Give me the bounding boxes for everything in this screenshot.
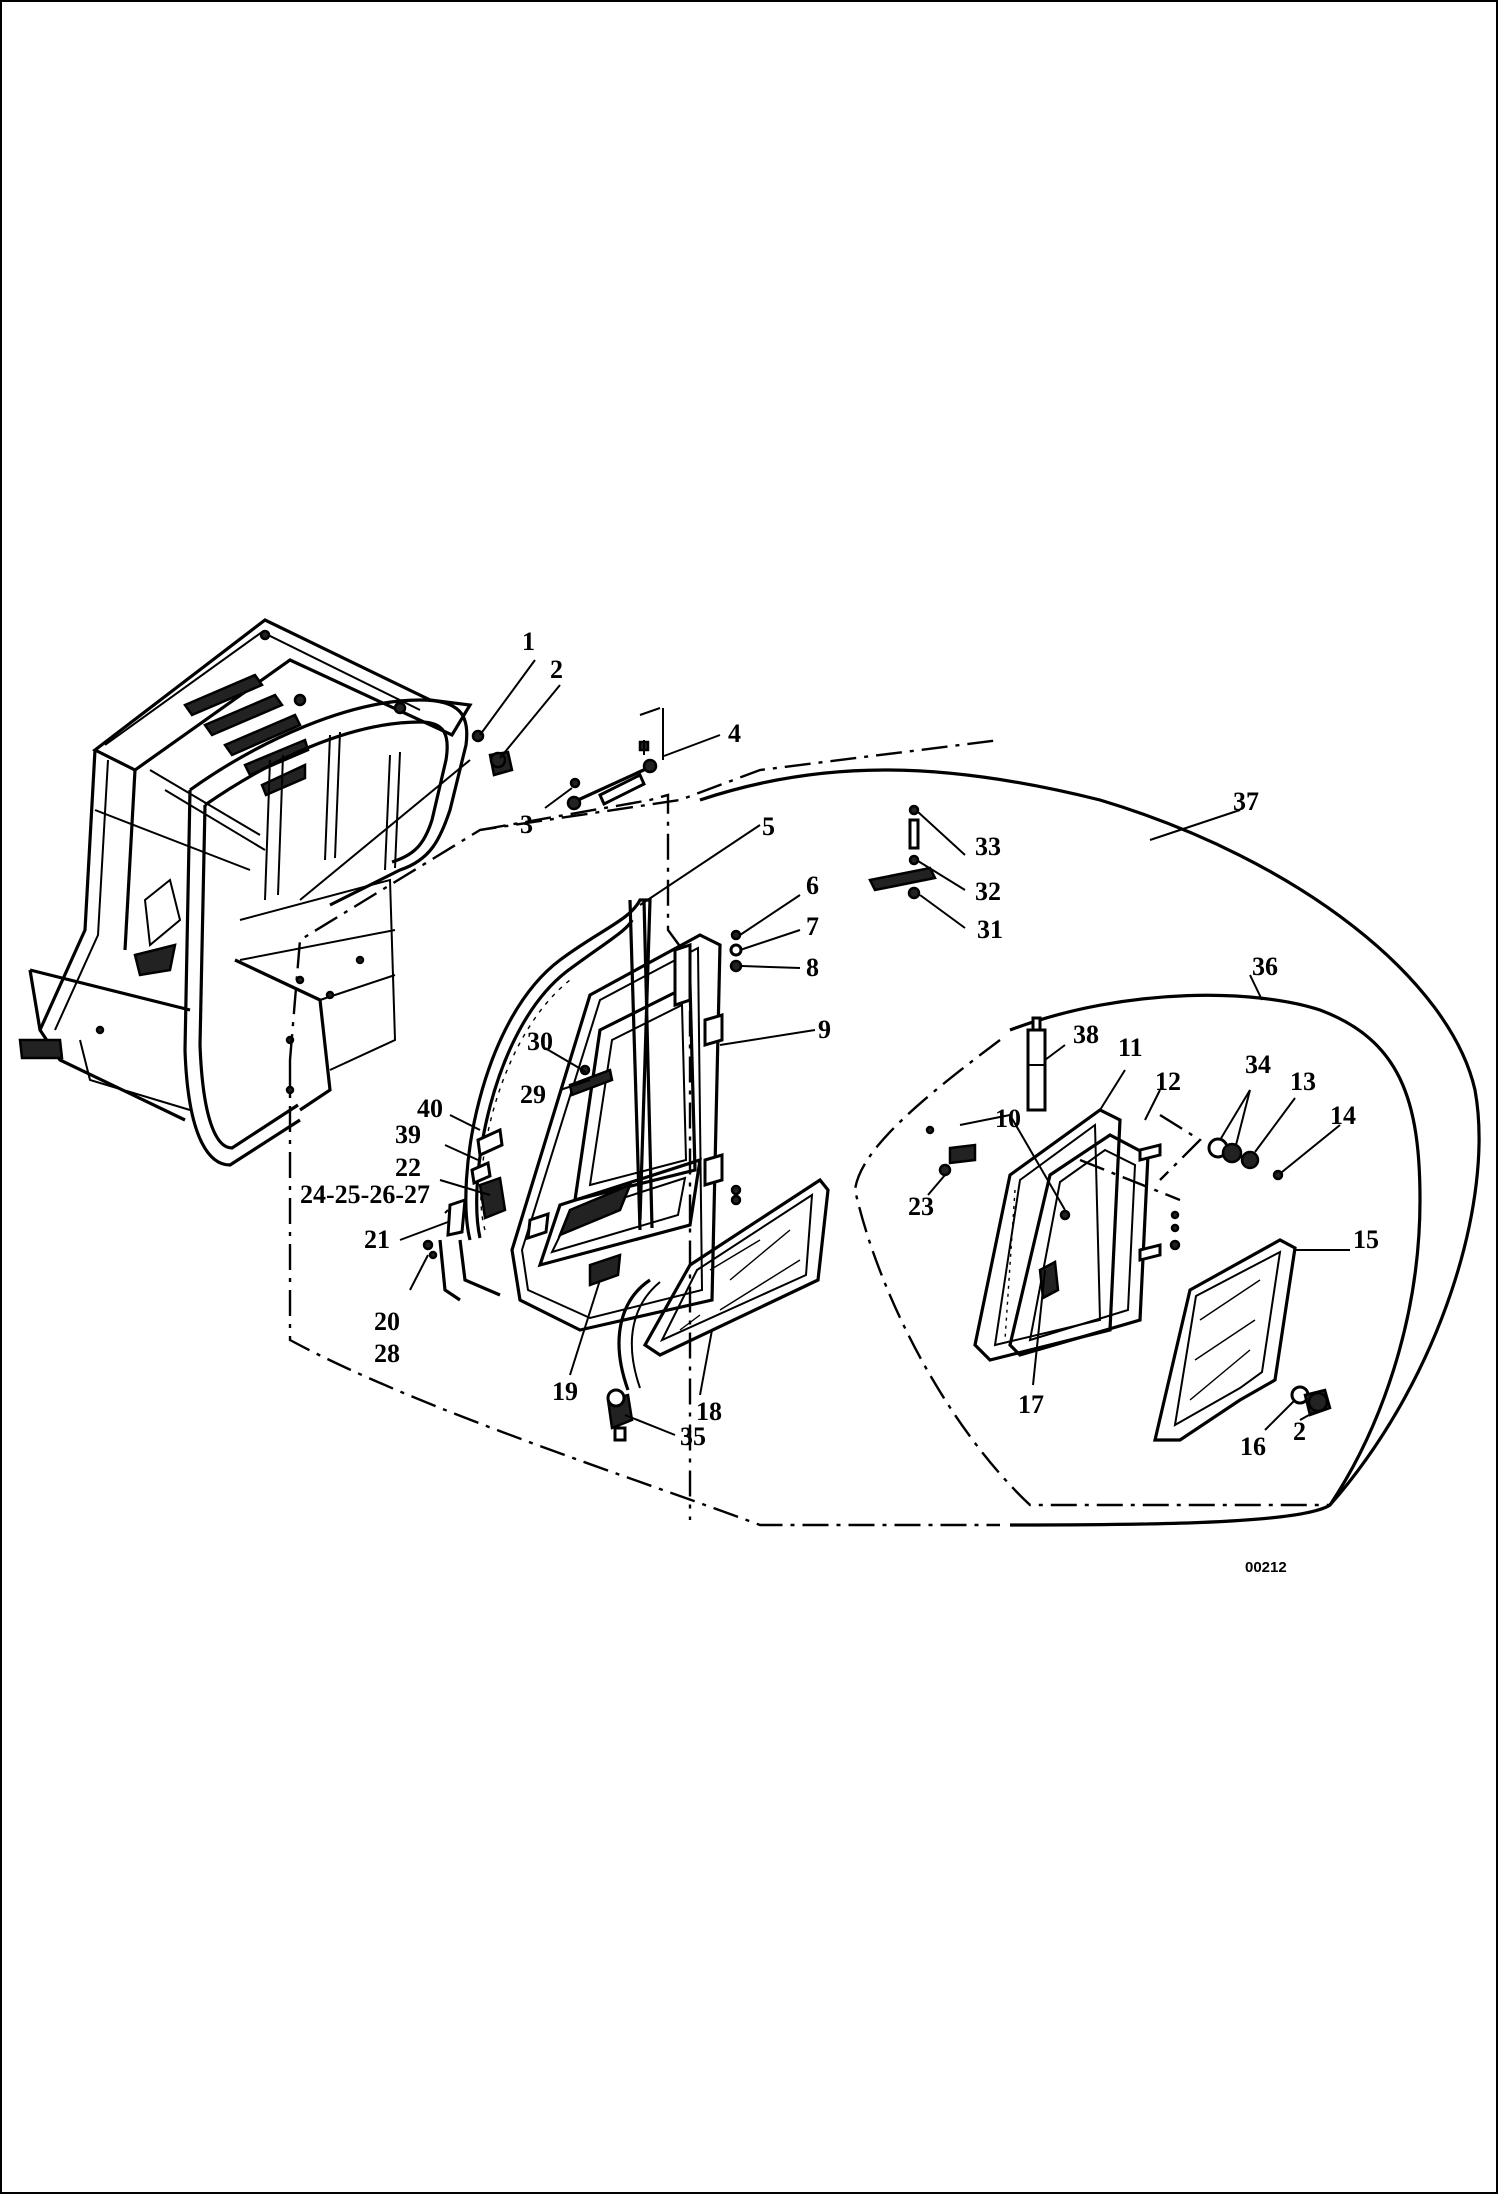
window-frame-11 — [973, 1108, 1122, 1362]
leader-lines — [399, 659, 1350, 1436]
parts-34-13-14 — [1169, 1137, 1284, 1251]
window-group-outline — [853, 1039, 1330, 1507]
label-19: 19 — [552, 1377, 578, 1406]
glass-15 — [1152, 1238, 1297, 1442]
part-3 — [569, 777, 581, 789]
label-28: 28 — [374, 1339, 400, 1368]
label-20: 20 — [374, 1307, 400, 1336]
door-lower-seal — [458, 1239, 501, 1297]
door-panel — [510, 933, 724, 1332]
window-frame-pins — [1138, 1143, 1162, 1262]
part-labels: 1 2 3 4 5 6 7 8 9 10 11 12 13 14 15 16 1… — [300, 627, 1379, 1461]
label-11: 11 — [1118, 1033, 1143, 1062]
label-1: 1 — [522, 627, 535, 656]
label-29: 29 — [520, 1080, 546, 1109]
parts-6-7-8 — [729, 929, 743, 1206]
label-12: 12 — [1155, 1067, 1181, 1096]
label-33: 33 — [975, 832, 1001, 861]
part-38 — [1026, 1016, 1047, 1112]
curve-36 — [1009, 993, 1422, 1506]
label-38: 38 — [1073, 1020, 1099, 1049]
parts-16-2 — [1290, 1385, 1332, 1417]
label-24-27: 24-25-26-27 — [300, 1180, 430, 1209]
label-40: 40 — [417, 1094, 443, 1123]
label-23: 23 — [908, 1192, 934, 1221]
part-23 — [925, 1125, 977, 1177]
part-10 — [1059, 1209, 1071, 1221]
parts-31-32-33 — [868, 804, 937, 900]
part-35 — [606, 1388, 634, 1442]
door-group-outline — [288, 738, 1001, 1527]
label-21: 21 — [364, 1225, 390, 1254]
label-6: 6 — [806, 871, 819, 900]
label-31: 31 — [977, 915, 1003, 944]
label-34: 34 — [1245, 1050, 1271, 1079]
label-17: 17 — [1018, 1390, 1044, 1419]
label-36: 36 — [1252, 952, 1278, 981]
curve-37 — [699, 768, 1481, 1527]
label-7: 7 — [806, 912, 819, 941]
label-22: 22 — [395, 1153, 421, 1182]
label-10: 10 — [995, 1104, 1021, 1133]
label-30: 30 — [527, 1027, 553, 1056]
lock-parts — [422, 1127, 507, 1302]
label-8: 8 — [806, 953, 819, 982]
label-16: 16 — [1240, 1432, 1266, 1461]
label-18: 18 — [696, 1397, 722, 1426]
label-3: 3 — [520, 810, 533, 839]
label-2: 2 — [550, 655, 563, 684]
label-14: 14 — [1330, 1101, 1356, 1130]
label-9: 9 — [818, 1015, 831, 1044]
label-37: 37 — [1233, 787, 1259, 816]
label-4: 4 — [728, 719, 741, 748]
glass-18 — [642, 1177, 830, 1357]
window-frame-12 — [1008, 1133, 1150, 1357]
cab-frame — [18, 618, 473, 1167]
drawing-code: 00212 — [1245, 1559, 1287, 1576]
label-39: 39 — [395, 1120, 421, 1149]
gas-strut-4 — [566, 707, 664, 811]
door-handle-29 — [568, 1068, 614, 1097]
door-check-strap — [617, 1278, 651, 1391]
label-2-lower: 2 — [1293, 1417, 1306, 1446]
label-15: 15 — [1353, 1225, 1379, 1254]
roof-slats — [183, 673, 310, 797]
label-35: 35 — [680, 1422, 706, 1451]
part-2-top — [488, 750, 514, 777]
label-32: 32 — [975, 877, 1001, 906]
door-group-link — [479, 793, 692, 1520]
label-13: 13 — [1290, 1067, 1316, 1096]
label-5: 5 — [762, 812, 775, 841]
